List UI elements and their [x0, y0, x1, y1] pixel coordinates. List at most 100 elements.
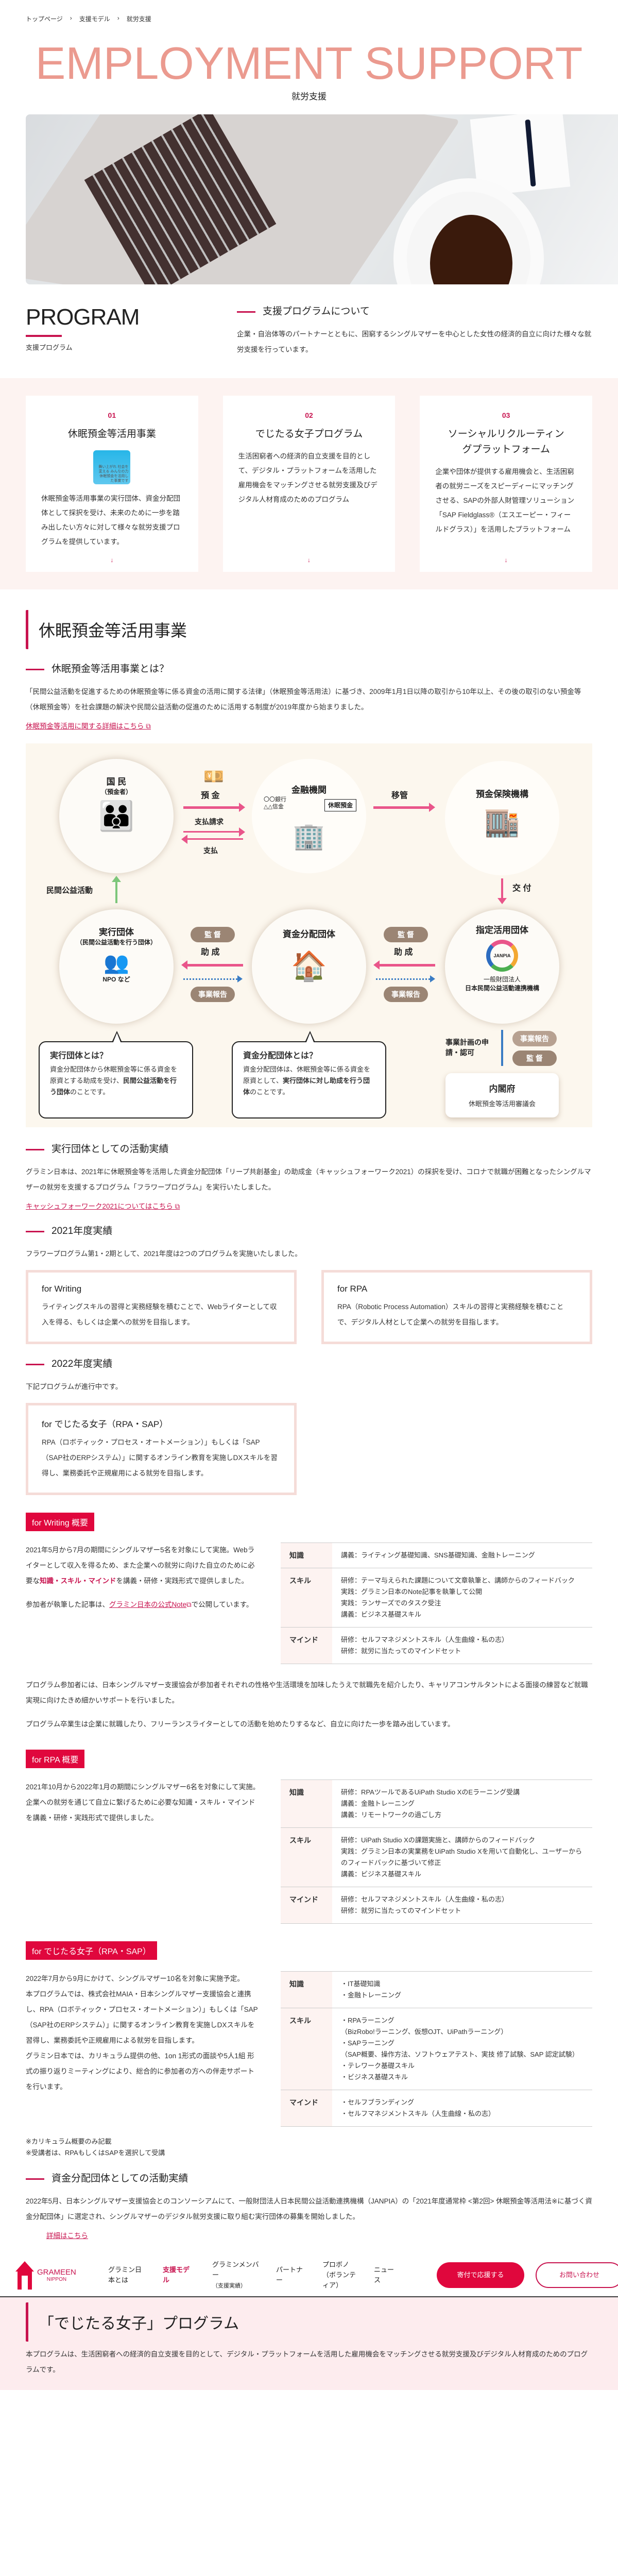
dj-text3: グラミン日本では、カリキュラム提供の他、1on 1形式の面談や5人1組 形式の振…: [26, 2052, 254, 2091]
breadcrumb-support-model[interactable]: 支援モデル: [79, 15, 110, 23]
anchor-arrow-icon[interactable]: ↓: [110, 556, 114, 564]
subsidy-label: 助 成: [394, 948, 413, 957]
bank-building-icon: 🏢: [293, 822, 325, 851]
dormant-detail-link[interactable]: 休眠預金等活用に関する詳細はこちら ⧉: [26, 720, 151, 731]
writing-after-text2: プログラム卒業生は企業に就職したり、フリーランスライターとしての活動を始めたりす…: [26, 1720, 455, 1728]
external-link-icon: ⧉: [175, 1202, 180, 1210]
text-part: を講義・研修・実践形式で提供しました。: [116, 1577, 249, 1585]
box-text: RPA（ロボティック・プロセス・オートメーション）」もしくは「SAP（SAP社の…: [42, 1438, 278, 1477]
heading-text: 2021年度実績: [52, 1226, 113, 1236]
y2022-text: 下記プログラムが進行中です。: [26, 1383, 123, 1391]
curriculum-item: ・ビジネス基礎スキル: [341, 2073, 408, 2081]
curriculum-items: 講義：ライティング基礎知識、SNS基礎知識、金融トレーニング: [332, 1543, 592, 1568]
page-title: EMPLOYMENT SUPPORT: [35, 38, 583, 89]
box-title: for でじたる女子（RPA・SAP）: [42, 1419, 168, 1429]
dormant-deposit-diagram: 国 民 （預金者） 👪 💴 預 金 支払請求 支払 金融機関 🏢 〇〇銀行 △△…: [26, 743, 592, 1127]
external-link-icon: ⧉: [146, 722, 151, 730]
citizens-label: 国 民: [106, 777, 127, 787]
curriculum-row: 知識講義：ライティング基礎知識、SNS基礎知識、金融トレーニング: [281, 1543, 592, 1568]
report-badge: 事業報告: [384, 987, 428, 1002]
grant-label: 交 付: [512, 884, 531, 893]
nav-item-news[interactable]: ニュース: [374, 2266, 394, 2284]
transfer-label: 移管: [391, 791, 408, 800]
nav-item-support-model[interactable]: 支援モデル: [163, 2266, 190, 2284]
curriculum-item: 講義：ビジネス基礎スキル: [341, 1611, 422, 1618]
payment-request-label: 支払請求: [195, 818, 224, 826]
janpia-name2: 日本民間公益活動連携機構: [465, 985, 539, 992]
curriculum-row: スキル・RPAラーニング（BizRobo!ラーニング、仮想OJT、UiPathラ…: [281, 2008, 592, 2090]
program-text: 企業・自治体等のパートナーとともに、困窮するシングルマザーを中心とした女性の経済…: [237, 330, 592, 353]
curriculum-row: 知識研修：RPAツールであるUiPath Studio XのEラーニング受講講義…: [281, 1780, 592, 1828]
transfer-arrow: [373, 803, 435, 812]
section-title-digital-joshi: 「でじたる女子」プログラム: [26, 2302, 592, 2342]
public-activity-arrowhead: [112, 876, 121, 882]
cabinet-box: 内閣府 休眠預金等活用審議会: [445, 1073, 559, 1117]
bubble-title: 実行団体とは？: [50, 1052, 108, 1060]
program-card-dormant[interactable]: 01 休眠預金等活用事業 舞い上がれ 社会を変える みんなの力 休眠預金を活用し…: [26, 396, 198, 572]
logo-text: 舞い上がれ 社会を変える みんなの力 休眠預金を活用した事業です: [98, 465, 129, 483]
dormant-what-heading: 休眠預金等活用事業とは？: [26, 663, 592, 676]
breadcrumb-top[interactable]: トップページ: [26, 15, 63, 23]
for-digital-joshi-box: for でじたる女子（RPA・SAP） RPA（ロボティック・プロセス・オートメ…: [26, 1403, 297, 1495]
public-activity-arrow: [115, 882, 117, 903]
note-link[interactable]: グラミン日本の公式Note: [109, 1601, 187, 1608]
curriculum-item: 実践：ランサーズでのタスク受注: [341, 1599, 441, 1607]
donate-button[interactable]: 寄付で応援する: [437, 2262, 524, 2288]
report-badge: 事業報告: [512, 1031, 557, 1046]
grant-arrowhead: [497, 898, 507, 904]
payment-label: 支払: [203, 846, 218, 855]
curriculum-items: 研修：UiPath Studio Xの課題実施と、講師からのフィードバック実践：…: [332, 1827, 592, 1887]
box-title: for Writing: [42, 1284, 82, 1294]
box-title: for RPA: [337, 1284, 368, 1294]
exec-text: グラミン日本は、2021年に休眠預金等を活用した資金分配団体「リープ共創基金」の…: [26, 1168, 591, 1191]
heading-text: 2022年度実績: [52, 1359, 113, 1369]
curriculum-item: 研修：セルフマネジメントスキル（人生曲線・私の志）: [341, 1895, 509, 1903]
nav-item-partner[interactable]: パートナー: [276, 2266, 303, 2284]
course-note: ※受講者は、RPAもしくはSAPを選択して受講: [26, 2149, 165, 2157]
cashforwork-link[interactable]: キャッシュフォーワーク2021についてはこちら ⧉: [26, 1200, 180, 1211]
deposit-label: 預 金: [201, 791, 220, 800]
program-heading: 支援プログラムについて: [237, 305, 592, 318]
curriculum-row: スキル研修：テーマ与えられた課題について文章執筆と、講師からのフィードバック実践…: [281, 1568, 592, 1628]
curriculum-item: （BizRobo!ラーニング、仮想OJT、UiPathラーニング）: [341, 2028, 508, 2036]
program-title: PROGRAM: [26, 304, 140, 330]
office-building-icon: 🏬: [484, 805, 520, 838]
anchor-arrow-icon[interactable]: ↓: [504, 556, 508, 564]
curriculum-item: 実践：グラミン日本のNote記事を執筆して公開: [341, 1588, 483, 1596]
link-text: キャッシュフォーワーク2021についてはこちら: [26, 1202, 173, 1210]
subsidy-arrow: [373, 960, 435, 970]
hero-image: [26, 114, 618, 284]
council-label: 休眠預金等活用審議会: [468, 1100, 536, 1108]
curriculum-items: 研修：RPAツールであるUiPath Studio XのEラーニング受講講義：金…: [332, 1780, 592, 1828]
for-rpa-box: for RPA RPA（Robotic Process Automation）ス…: [321, 1270, 592, 1344]
citizens-circle: 国 民 （預金者） 👪: [59, 759, 174, 873]
card-text: 生活困窮者への経済的自立支援を目的として、デジタル・プラットフォームを活用した雇…: [238, 452, 377, 503]
curriculum-category: スキル: [281, 2008, 332, 2090]
bubble-text: 資金分配団体は、休眠預金等に係る資金を原資として、: [243, 1065, 371, 1084]
report-arrow: [376, 975, 435, 982]
highlight-text: 知識・スキル・マインド: [40, 1577, 116, 1585]
breadcrumb-current: 就労支援: [126, 15, 151, 23]
nav-item-about[interactable]: グラミン日本とは: [108, 2266, 142, 2284]
curriculum-items: ・セルフブランディング・セルフマネジメントスキル（人生曲線・私の志）: [332, 2090, 592, 2127]
for-writing-box: for Writing ライティングスキルの習得と実務経験を積むことで、Webラ…: [26, 1270, 297, 1344]
card-title: でじたる女子プログラム: [255, 429, 363, 439]
houses-icon: 🏠: [291, 950, 327, 982]
bubble-end: のことです。: [70, 1088, 110, 1096]
contact-button[interactable]: お問い合わせ: [536, 2262, 618, 2288]
program-card-social-recruiting[interactable]: 03 ソーシャルリクルーティングプラットフォーム 企業や団体が提供する雇用機会と…: [420, 396, 593, 572]
program-card-digital-joshi[interactable]: 02 でじたる女子プログラム 生活困窮者への経済的自立支援を目的として、デジタル…: [222, 396, 396, 572]
curriculum-items: ・IT基礎知識・金融トレーニング: [332, 1971, 592, 2008]
fund-detail-link[interactable]: 詳細はこちら: [46, 2232, 88, 2240]
dic-label: 預金保険機構: [476, 789, 528, 799]
anchor-arrow-icon[interactable]: ↓: [307, 556, 311, 564]
logo[interactable]: GRAMEEN NIPPON: [15, 2261, 98, 2290]
payment-arrow: [181, 835, 243, 844]
nav-item-probono[interactable]: プロボノ（ボランティア）: [322, 2261, 356, 2289]
heading-dash: [26, 2178, 44, 2180]
nav-item-members[interactable]: グラミンメンバー（支援実績）: [212, 2260, 264, 2291]
designated-org-circle: 指定活用団体 JANPIA 一般財団法人 日本民間公益活動連携機構: [445, 909, 559, 1024]
exec-org-label: 実行団体: [99, 927, 134, 937]
curriculum-item: ・テレワーク基礎スキル: [341, 2062, 415, 2070]
curriculum-item: 研修：就労に当たってのマインドセット: [341, 1907, 461, 1914]
